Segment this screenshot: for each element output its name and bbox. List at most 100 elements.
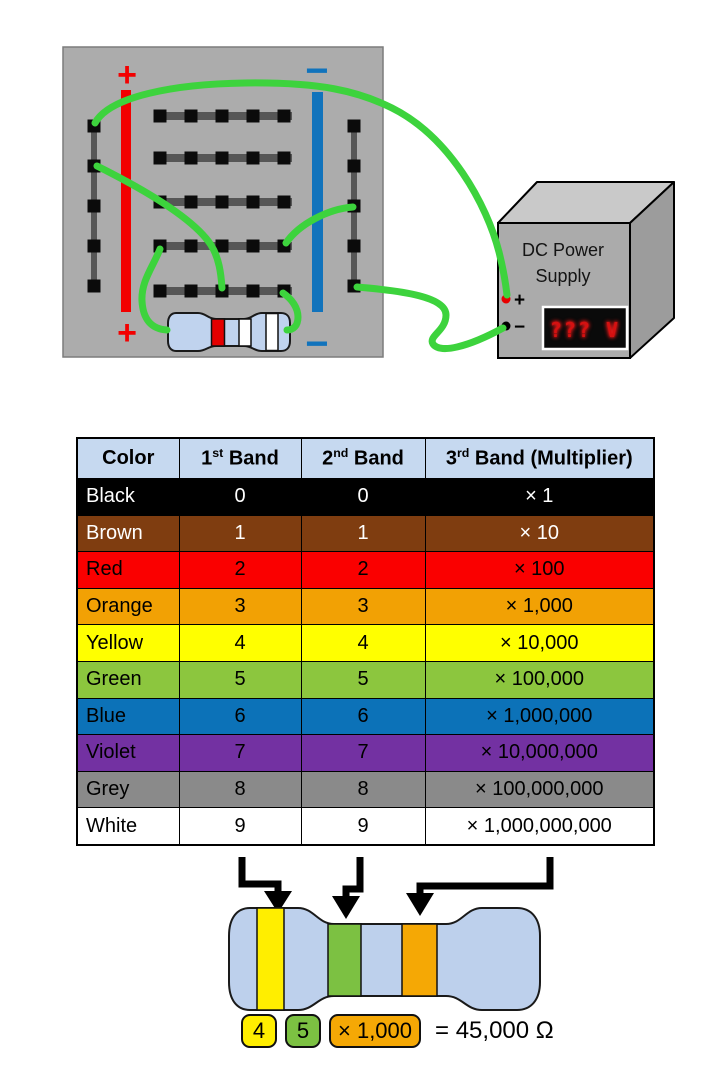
breadboard-pin bbox=[184, 195, 198, 209]
wire-row4-to-resistor-left bbox=[138, 245, 171, 334]
band2-cell: 9 bbox=[300, 807, 426, 846]
band2-cell: 2 bbox=[300, 551, 426, 589]
multiplier-cell: × 10,000 bbox=[424, 624, 655, 662]
breadboard-pin bbox=[153, 151, 167, 165]
breadboard-pin bbox=[215, 195, 229, 209]
breadboard-pin bbox=[184, 109, 198, 123]
multiplier-cell: × 1,000,000 bbox=[424, 697, 655, 736]
multiplier-cell: × 10 bbox=[424, 514, 655, 553]
breadboard-pin bbox=[184, 284, 198, 298]
positive-rail-label-top: + bbox=[117, 56, 137, 94]
multiplier-cell: × 10,000,000 bbox=[424, 734, 655, 772]
breadboard-pin bbox=[347, 119, 361, 133]
breadboard-pin bbox=[87, 199, 101, 213]
wire-rail-to-row5 bbox=[93, 162, 226, 292]
example-resistor-band3 bbox=[401, 923, 438, 997]
breadboard-pin bbox=[277, 109, 291, 123]
multiplier-cell: × 100,000 bbox=[424, 660, 655, 699]
jumper-wires bbox=[91, 79, 511, 353]
multiplier-cell: × 100,000,000 bbox=[424, 770, 655, 809]
band1-cell: 1 bbox=[178, 514, 302, 553]
arrow-multiplier bbox=[416, 857, 554, 895]
band1-cell: 4 bbox=[178, 624, 302, 662]
band1-cell: 3 bbox=[178, 587, 302, 626]
band2-cell: 1 bbox=[300, 514, 426, 553]
multiplier-cell: × 100 bbox=[424, 551, 655, 589]
example-band1-value: 4 bbox=[252, 1018, 266, 1043]
resistor-color-code-table: Color 1st Band 2nd Band 3rd Band (Multip… bbox=[76, 437, 655, 846]
color-name-cell: Green bbox=[76, 660, 180, 699]
color-name-cell: White bbox=[76, 807, 180, 846]
breadboard-pin bbox=[347, 159, 361, 173]
voltage-display-text: ??? V bbox=[550, 318, 620, 342]
header-color: Color bbox=[76, 437, 180, 479]
negative-rail-label-bottom: − bbox=[305, 322, 328, 366]
mystery-resistor bbox=[167, 312, 291, 352]
example-resistor-diagram bbox=[228, 857, 554, 1011]
breadboard-pin bbox=[87, 279, 101, 293]
wire-rail-to-positive-terminal bbox=[91, 79, 511, 299]
breadboard-pin bbox=[246, 239, 260, 253]
band2-cell: 3 bbox=[300, 587, 426, 626]
table-header-row: Color 1st Band 2nd Band 3rd Band (Multip… bbox=[76, 437, 655, 479]
breadboard-pin bbox=[246, 284, 260, 298]
arrow-multiplier-head bbox=[406, 893, 434, 916]
example-band2-value: 5 bbox=[296, 1018, 310, 1043]
mystery-resistor-band-white-1 bbox=[238, 318, 252, 347]
example-multiplier-value: × 1,000 bbox=[338, 1018, 413, 1043]
multiplier-cell: × 1,000 bbox=[424, 587, 655, 626]
example-resistor-body bbox=[228, 907, 541, 1011]
header-band3-multiplier: 3rd Band (Multiplier) bbox=[424, 437, 655, 479]
negative-rail bbox=[312, 92, 323, 312]
wire-row5-to-resistor-right bbox=[279, 289, 302, 334]
band1-cell: 0 bbox=[178, 478, 302, 516]
band2-cell: 8 bbox=[300, 770, 426, 809]
multiplier-cell: × 1,000,000,000 bbox=[424, 807, 655, 846]
voltage-display bbox=[541, 305, 629, 351]
breadboard-pin bbox=[153, 109, 167, 123]
positive-terminal-label: + bbox=[514, 290, 525, 311]
dc-power-supply: DC Power Supply ??? V + − bbox=[497, 181, 675, 359]
example-calculation: 4 5 × 1,000 = 45,000 Ω bbox=[241, 1014, 554, 1048]
negative-terminal-label: − bbox=[514, 317, 525, 338]
example-band1-box: 4 bbox=[241, 1014, 277, 1048]
breadboard-pin bbox=[184, 239, 198, 253]
color-name-cell: Red bbox=[76, 551, 180, 589]
band2-cell: 6 bbox=[300, 697, 426, 736]
wire-right-rail-to-row4 bbox=[282, 203, 357, 247]
breadboard-pin bbox=[153, 284, 167, 298]
band2-cell: 7 bbox=[300, 734, 426, 772]
band1-cell: 2 bbox=[178, 551, 302, 589]
example-multiplier-box: × 1,000 bbox=[329, 1014, 422, 1048]
band1-cell: 7 bbox=[178, 734, 302, 772]
arrow-band2 bbox=[342, 857, 364, 898]
arrow-band1-head bbox=[264, 891, 292, 913]
example-resistor-band1 bbox=[256, 907, 285, 1011]
breadboard-pin bbox=[347, 239, 361, 253]
color-name-cell: Orange bbox=[76, 587, 180, 626]
arrow-band1 bbox=[238, 857, 282, 893]
power-supply-name-line1: DC Power bbox=[522, 240, 604, 260]
band1-cell: 8 bbox=[178, 770, 302, 809]
band2-cell: 4 bbox=[300, 624, 426, 662]
band2-cell: 0 bbox=[300, 478, 426, 516]
power-supply-name-line2: Supply bbox=[535, 266, 590, 286]
mystery-resistor-band-white-2 bbox=[265, 312, 279, 352]
breadboard-pin bbox=[215, 151, 229, 165]
example-result: = 45,000 Ω bbox=[435, 1017, 554, 1044]
positive-rail-label-bottom: + bbox=[117, 314, 137, 352]
color-name-cell: Violet bbox=[76, 734, 180, 772]
negative-rail-label-top: − bbox=[305, 49, 328, 93]
breadboard-pin bbox=[277, 151, 291, 165]
band-pointer-arrows bbox=[238, 857, 554, 919]
color-name-cell: Yellow bbox=[76, 624, 180, 662]
